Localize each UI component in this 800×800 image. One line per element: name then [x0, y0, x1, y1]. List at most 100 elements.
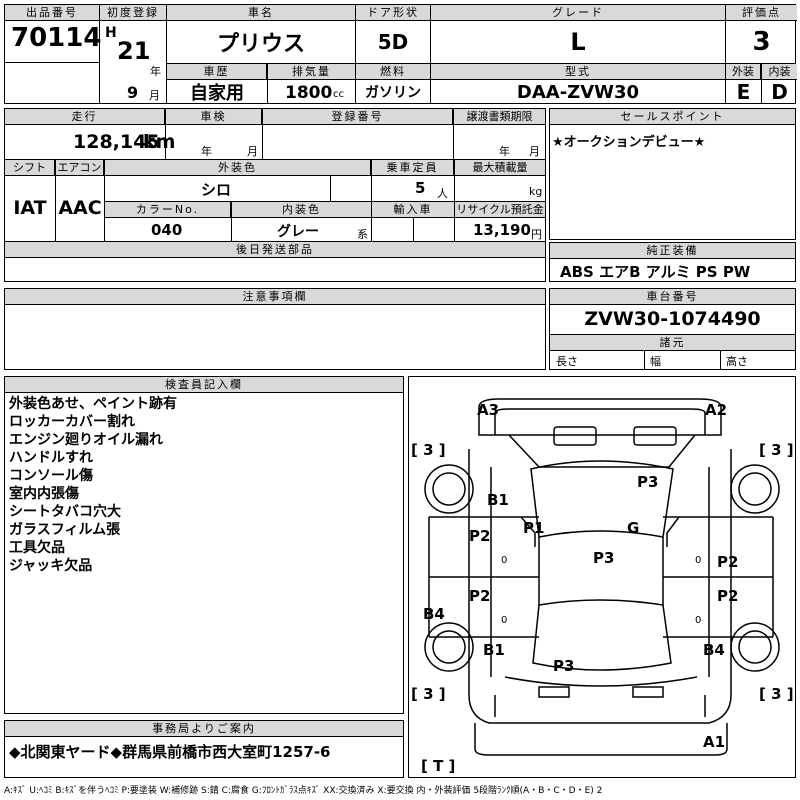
- reg-month: 9: [127, 83, 139, 102]
- header-block: 出品番号 70114 初度登録 H 21 年 9 月 車名 プリウス ドア形状 …: [4, 4, 797, 104]
- exterior-grade: E: [736, 80, 751, 104]
- damage-mark: B1: [483, 641, 505, 659]
- shift: IAT: [13, 197, 47, 219]
- score-label: 評価点: [726, 5, 797, 21]
- office-text: ◆北関東ヤード◆群馬県前橋市西大室町1257-6: [9, 743, 331, 761]
- inspector-lines: 外装色あせ、ペイント跡有ロッカーカバー割れエンジン廻りオイル漏れハンドルすれコン…: [9, 395, 177, 575]
- mileage-label: 走行: [5, 109, 165, 125]
- equipment-label: 純正装備: [550, 243, 795, 259]
- notes-box: 注意事項欄: [4, 288, 546, 370]
- exterior-label: 外装: [726, 64, 761, 80]
- history: 自家用: [190, 83, 244, 104]
- reg-no-label: 登録番号: [263, 109, 453, 125]
- inspector-box: 検査員記入欄 外装色あせ、ペイント跡有ロッカーカバー割れエンジン廻りオイル漏れハ…: [4, 376, 404, 714]
- damage-mark: A1: [703, 733, 725, 751]
- inspector-note: エンジン廻りオイル漏れ: [9, 432, 163, 448]
- damage-mark: P2: [469, 527, 490, 545]
- recycle: 13,190: [473, 221, 531, 239]
- equipment-text: ABS エアB アルミ PS PW: [560, 263, 751, 281]
- sales-point-box: セールスポイント ★オークションデビュー★: [549, 108, 796, 240]
- import-label: 輸入車: [372, 202, 454, 218]
- ac: AAC: [58, 197, 102, 219]
- damage-mark: G: [627, 519, 639, 537]
- inspector-note: シートタバコ穴大: [9, 504, 121, 520]
- score: 3: [752, 27, 771, 57]
- ext-color-label: 外装色: [105, 160, 371, 176]
- door: 5D: [377, 30, 409, 54]
- car-name: プリウス: [216, 32, 305, 57]
- era: H: [105, 25, 117, 41]
- notes-label: 注意事項欄: [5, 289, 545, 305]
- later-parts-label: 後日発送部品: [5, 242, 545, 258]
- damage-mark: P3: [637, 473, 658, 491]
- chassis-label: 車台番号: [550, 289, 795, 305]
- specs-block: 走行 128,145 km 車検 年 月 登録番号 譲渡書類期限 年 月 シフト…: [4, 108, 546, 282]
- color-no-label: カラーNo.: [105, 202, 231, 218]
- door-zero-mark: 0: [501, 615, 507, 626]
- inspector-label: 検査員記入欄: [5, 377, 403, 393]
- lot-number: 70114: [11, 23, 102, 53]
- sales-point-label: セールスポイント: [550, 109, 795, 125]
- damage-mark: P2: [717, 553, 738, 571]
- shift-label: シフト: [5, 160, 55, 176]
- int-color: グレー: [277, 224, 319, 240]
- inspector-note: ガラスフィルム張: [9, 522, 121, 538]
- max-load-label: 最大積載量: [455, 160, 545, 176]
- damage-mark: P2: [469, 587, 490, 605]
- recycle-label: リサイクル預託金: [455, 202, 545, 218]
- history-label: 車歴: [167, 64, 267, 80]
- inspector-note: 外装色あせ、ペイント跡有: [9, 396, 177, 412]
- inspector-note: ジャッキ欠品: [9, 558, 93, 574]
- int-color-label: 内装色: [232, 202, 371, 218]
- inspection-label: 車検: [166, 109, 262, 125]
- interior-grade: D: [771, 80, 788, 104]
- damage-mark: B4: [703, 641, 725, 659]
- inspector-note: 室内内張傷: [9, 486, 79, 502]
- ext-color: シロ: [201, 181, 232, 199]
- spare-tire-label: [ T ]: [421, 757, 455, 775]
- damage-mark: P2: [717, 587, 738, 605]
- office-box: 事務局よりご案内 ◆北関東ヤード◆群馬県前橋市西大室町1257-6: [4, 720, 404, 778]
- ac-label: エアコン: [56, 160, 104, 176]
- office-label: 事務局よりご案内: [5, 721, 403, 737]
- inspector-note: コンソール傷: [9, 468, 93, 484]
- fuel-label: 燃料: [356, 64, 430, 80]
- inspector-note: 工具欠品: [9, 540, 65, 556]
- door-zero-mark: 0: [695, 555, 701, 566]
- tire-rating: [ 3 ]: [411, 441, 446, 459]
- car-name-label: 車名: [167, 5, 355, 21]
- mileage: 128,145: [73, 131, 160, 153]
- color-no: 040: [151, 221, 183, 239]
- door-zero-mark: 0: [695, 615, 701, 626]
- door-label: ドア形状: [356, 5, 430, 21]
- chassis-box: 車台番号 ZVW30-1074490 諸元 長さ 幅 高さ: [549, 288, 796, 370]
- displacement-label: 排気量: [268, 64, 355, 80]
- capacity: 5: [415, 179, 426, 197]
- grade-label: グレード: [431, 5, 725, 21]
- damage-mark: B1: [487, 491, 509, 509]
- damage-mark: B4: [423, 605, 445, 623]
- interior-label: 内装: [762, 64, 797, 80]
- damage-mark: P3: [593, 549, 614, 567]
- model-label: 型式: [431, 64, 725, 80]
- door-zero-mark: 0: [501, 555, 507, 566]
- chassis-number: ZVW30-1074490: [584, 308, 761, 330]
- damage-mark: A3: [477, 401, 499, 419]
- displacement: 1800: [285, 83, 333, 103]
- capacity-label: 乗車定員: [372, 160, 454, 176]
- grade: L: [570, 28, 586, 56]
- damage-mark: P3: [553, 657, 574, 675]
- transfer-label: 譲渡書類期限: [454, 109, 545, 125]
- tire-rating: [ 3 ]: [759, 441, 794, 459]
- tire-rating: [ 3 ]: [411, 685, 446, 703]
- sales-point-text: ★オークションデビュー★: [552, 135, 706, 150]
- dims-label: 諸元: [550, 334, 795, 351]
- legend-text: A:ｷｽﾞ U:ﾍｺﾐ B:ｷｽﾞを伴うﾍｺﾐ P:要塗装 W:補修跡 S:錆 …: [4, 786, 603, 796]
- inspector-note: ハンドルすれ: [9, 450, 93, 466]
- reg-year: 21: [117, 37, 151, 65]
- first-reg-label: 初度登録: [100, 5, 166, 21]
- damage-mark: A2: [705, 401, 727, 419]
- fuel: ガソリン: [365, 85, 421, 101]
